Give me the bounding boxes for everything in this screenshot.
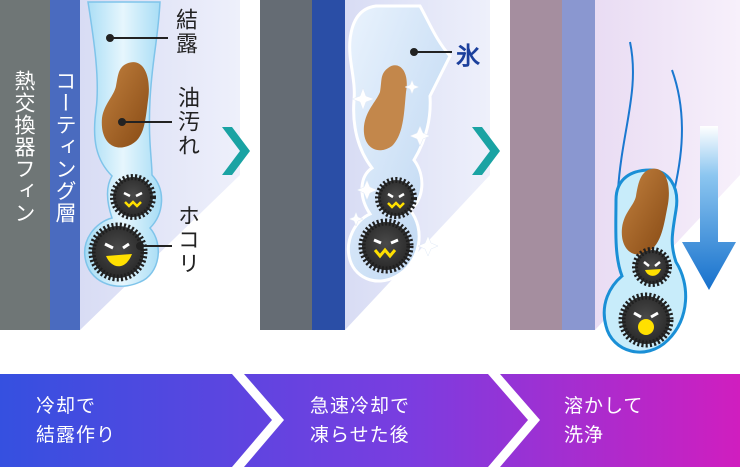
dust-particle-large (618, 292, 674, 348)
step-3-label: 溶かして 洗浄 (564, 392, 643, 450)
coating-label: コーティング層 (53, 70, 77, 224)
oil-stain (101, 62, 149, 148)
water-stream-left (617, 41, 634, 191)
ice-layer (347, 4, 452, 283)
step-2-label: 急速冷却で 凍らせた後 (310, 392, 410, 450)
step-2-line-2: 凍らせた後 (310, 424, 410, 446)
dust-label: ホコリ (174, 204, 199, 276)
condensation-label: 結露 (172, 8, 197, 56)
coating-layer (312, 0, 345, 330)
dust-particle-large (358, 218, 414, 274)
ice-label: 氷 (456, 42, 480, 70)
step-1-line-2: 結露作り (36, 424, 117, 446)
coating-layer (562, 0, 595, 330)
panel-freezing (260, 0, 490, 330)
step-arrow-2 (472, 127, 500, 175)
callout-lines (106, 34, 172, 250)
wash-down-arrow (682, 126, 736, 290)
dust-particle-small (632, 247, 672, 287)
oil-label: 油汚れ (174, 86, 199, 158)
frost-sparkles (348, 79, 439, 257)
step-1-label: 冷却で 結露作り (36, 392, 116, 450)
oil-stain (363, 65, 407, 151)
callout-line-ice (410, 48, 452, 56)
step-1-line-1: 冷却で (36, 395, 97, 417)
oil-stain (621, 168, 669, 255)
fin-label: 熱交換器フィン (12, 70, 36, 224)
fin-base (0, 0, 50, 330)
dust-particle-large (88, 222, 148, 282)
fin-base (510, 0, 562, 330)
coating-layer (50, 0, 80, 330)
step-2-line-1: 急速冷却で (310, 395, 411, 417)
step-3-line-2: 洗浄 (564, 424, 605, 446)
fin-base (260, 0, 312, 330)
panel-washing (510, 0, 740, 354)
banner-chevron-1 (232, 374, 284, 467)
step-3-line-1: 溶かして (564, 395, 644, 417)
dust-particle-small (110, 174, 156, 220)
banner-chevron-2 (488, 374, 540, 467)
panel-condensation (0, 0, 240, 330)
dust-particle-small (375, 177, 417, 219)
step-banner (0, 374, 740, 467)
step-arrow-1 (222, 127, 250, 175)
